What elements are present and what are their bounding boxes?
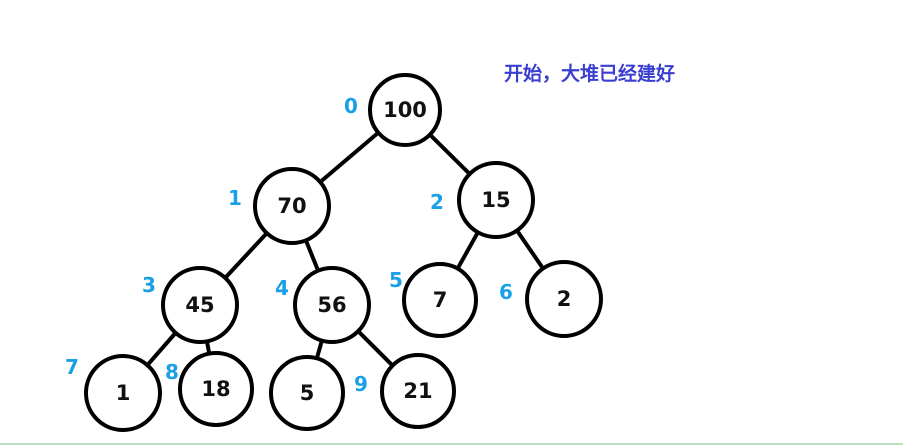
heap-node: 100 — [368, 73, 442, 147]
heap-node: 45 — [161, 266, 239, 344]
heap-node: 7 — [402, 262, 478, 338]
node-index-label: 2 — [430, 190, 444, 214]
node-index-label: 6 — [499, 280, 513, 304]
node-value: 56 — [317, 293, 346, 317]
node-value: 70 — [277, 194, 306, 218]
node-index-label: 1 — [228, 186, 242, 210]
heap-node: 56 — [293, 266, 371, 344]
node-index-label: 3 — [142, 273, 156, 297]
heap-node: 1 — [84, 354, 162, 432]
node-value: 5 — [300, 381, 315, 405]
node-value: 15 — [481, 188, 510, 212]
heap-node: 21 — [380, 353, 456, 429]
node-circle — [84, 354, 162, 432]
tree-edges — [121, 108, 566, 395]
node-circle — [380, 353, 456, 429]
node-index-label: 5 — [389, 268, 403, 292]
node-index-label: 9 — [354, 372, 368, 396]
caption-text: 开始，大堆已经建好 — [504, 62, 675, 85]
node-value: 18 — [201, 377, 230, 401]
node-circle — [253, 167, 331, 245]
node-index-label: 4 — [275, 276, 289, 300]
node-value: 100 — [383, 98, 427, 122]
node-index-label: 7 — [65, 355, 79, 379]
node-circle — [368, 73, 442, 147]
node-circle — [178, 351, 254, 427]
node-circle — [161, 266, 239, 344]
heap-node: 2 — [525, 260, 603, 338]
node-value: 21 — [403, 379, 432, 403]
node-value: 1 — [116, 381, 131, 405]
heap-node: 5 — [269, 355, 345, 431]
node-value: 2 — [557, 287, 572, 311]
node-value: 45 — [185, 293, 214, 317]
node-value: 7 — [433, 288, 448, 312]
node-circle — [457, 161, 535, 239]
node-circle — [402, 262, 478, 338]
node-circle — [525, 260, 603, 338]
node-circle — [293, 266, 371, 344]
heap-node: 70 — [253, 167, 331, 245]
node-circle — [269, 355, 345, 431]
node-index-label: 8 — [165, 360, 179, 384]
heap-node: 15 — [457, 161, 535, 239]
heap-node: 18 — [178, 351, 254, 427]
node-index-label: 0 — [344, 94, 358, 118]
